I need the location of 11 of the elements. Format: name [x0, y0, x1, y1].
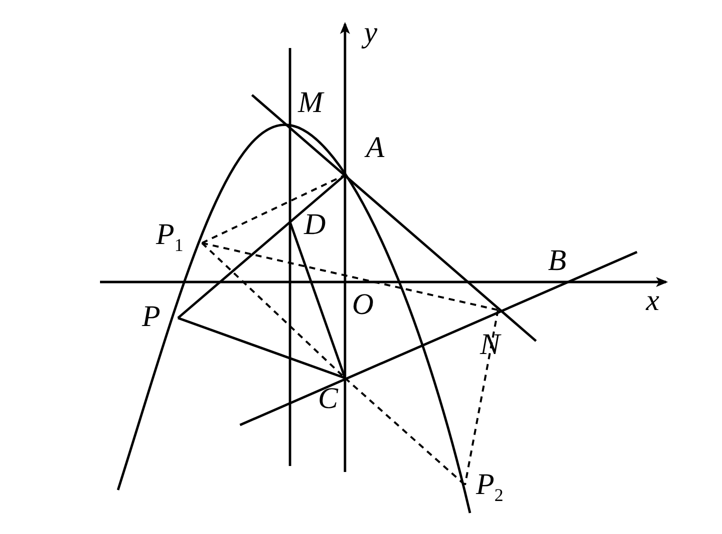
point-label: C: [318, 384, 338, 414]
point-label: P: [142, 302, 160, 332]
point-label: A: [366, 133, 384, 163]
point-label: P$_{1}$: [156, 220, 184, 257]
point-label: D: [304, 210, 326, 240]
axis-label: y: [364, 18, 378, 48]
axis-label: x: [646, 286, 660, 316]
point-label: M: [298, 88, 323, 118]
point-label: P$_{2}$: [476, 470, 504, 507]
point-label: O: [352, 290, 374, 320]
point-label: B: [548, 246, 566, 276]
